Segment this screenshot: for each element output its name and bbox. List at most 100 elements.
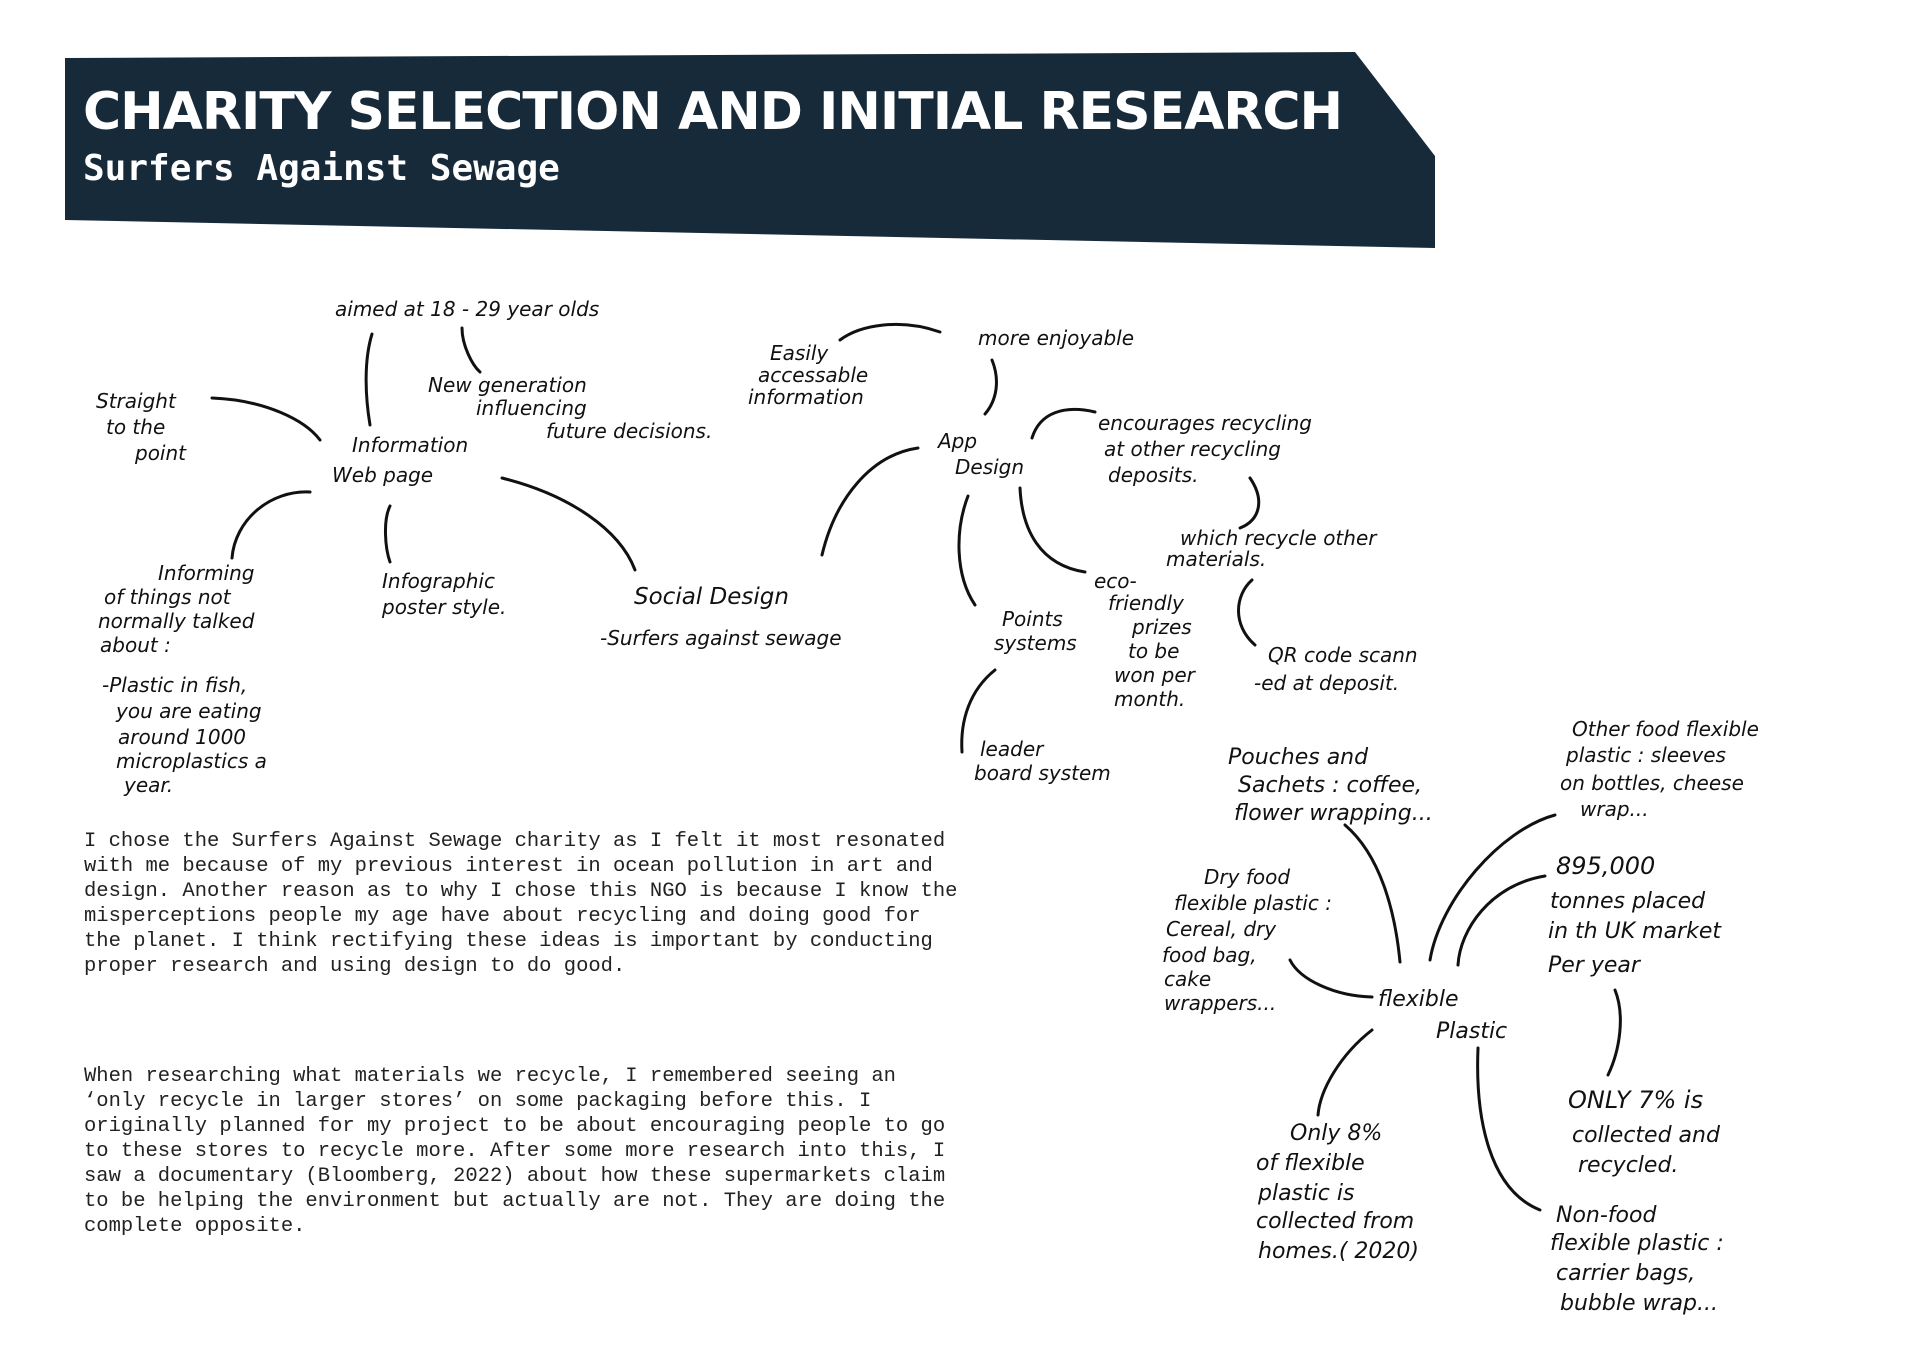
- connector-other-food: [1428, 813, 1557, 962]
- other-food-line-1: Other food flexible: [1572, 717, 1759, 741]
- only8-line-1: Only 8%: [1290, 1121, 1382, 1146]
- accessible-line-3: information: [748, 385, 864, 409]
- eco-line-4: to be: [1128, 639, 1179, 663]
- node-leader-board: leader board system: [974, 737, 1111, 785]
- mindmap-connectors: [210, 322, 1622, 1212]
- node-only-8: Only 8% of flexible plastic is collected…: [1256, 1121, 1421, 1264]
- info-hub-line-2: Web page: [332, 463, 433, 487]
- paragraph-research: When researching what materials we recyc…: [84, 1065, 946, 1238]
- nonfood-line-1: Non-food: [1556, 1203, 1657, 1228]
- dry-line-3: Cereal, dry: [1166, 917, 1277, 941]
- nonfood-line-4: bubble wrap...: [1560, 1291, 1718, 1316]
- accessible-line-2: accessable: [758, 363, 868, 387]
- connector-qr: [1237, 578, 1257, 647]
- connector-tonnes: [1456, 874, 1547, 967]
- connector-informing: [230, 490, 312, 560]
- info-hub-line-1: Information: [352, 433, 468, 457]
- enjoyable-line: more enjoyable: [978, 326, 1134, 350]
- node-which-recycle: which recycle other materials.: [1166, 526, 1383, 571]
- tonnes-line-4: Per year: [1548, 953, 1642, 978]
- only7-line-1: ONLY 7% is: [1568, 1086, 1703, 1114]
- node-more-enjoyable: more enjoyable: [978, 326, 1134, 350]
- fish-line-5: year.: [123, 773, 173, 797]
- node-app-design: App Design: [936, 429, 1024, 479]
- connector-leader: [960, 668, 997, 754]
- pouches-line-3: flower wrapping...: [1234, 801, 1433, 826]
- leader-line-2: board system: [974, 761, 1111, 785]
- straight-line-2: to the: [106, 415, 165, 439]
- informing-line-1: Informing: [158, 561, 254, 585]
- connector-accessible: [838, 322, 942, 342]
- node-non-food-plastic: Non-food flexible plastic : carrier bags…: [1550, 1203, 1730, 1316]
- generation-line-2: influencing: [476, 396, 587, 420]
- node-qr-code: QR code scann -ed at deposit.: [1254, 643, 1424, 695]
- nonfood-line-2: flexible plastic :: [1550, 1231, 1724, 1256]
- only8-line-5: homes.( 2020): [1258, 1239, 1419, 1264]
- connector-generation: [460, 326, 482, 374]
- connector-app-social: [820, 446, 920, 557]
- connector-infographic: [384, 504, 392, 564]
- other-food-line-2: plastic : sleeves: [1565, 743, 1726, 767]
- encourages-line-3: deposits.: [1108, 463, 1199, 487]
- node-encourages-recycling: encourages recycling at other recycling …: [1098, 411, 1318, 487]
- social-line-2: -Surfers against sewage: [600, 626, 842, 650]
- tonnes-line-2: tonnes placed: [1550, 889, 1706, 914]
- social-line-1: Social Design: [634, 584, 789, 610]
- connector-only7: [1606, 988, 1622, 1077]
- node-informing: Informing of things not normally talked …: [98, 561, 261, 657]
- node-social-design: Social Design -Surfers against sewage: [600, 584, 842, 650]
- eco-line-1: eco-: [1094, 569, 1137, 593]
- points-line-2: systems: [994, 631, 1077, 655]
- page-subtitle: Surfers Against Sewage: [83, 148, 560, 189]
- infographic-line-2: poster style.: [381, 595, 506, 619]
- app-hub-line-2: Design: [955, 455, 1024, 479]
- connector-pouches: [1343, 823, 1402, 964]
- which-line-1: which recycle other: [1180, 526, 1378, 550]
- eco-line-2: friendly: [1108, 591, 1185, 615]
- only8-line-3: plastic is: [1257, 1181, 1354, 1206]
- only7-line-3: recycled.: [1578, 1153, 1678, 1178]
- which-line-2: materials.: [1166, 547, 1266, 571]
- age-line: aimed at 18 - 29 year olds: [335, 297, 599, 321]
- node-tonnes-placed: 895,000 tonnes placed in th UK market Pe…: [1548, 852, 1727, 978]
- header-banner: CHARITY SELECTION AND INITIAL RESEARCH S…: [65, 52, 1435, 248]
- fish-line-2: you are eating: [115, 699, 262, 723]
- banner-shape: [65, 52, 1435, 248]
- points-line-1: Points: [1002, 607, 1063, 631]
- connector-encourages: [1030, 408, 1097, 440]
- node-dry-food-plastic: Dry food flexible plastic : Cereal, dry …: [1162, 865, 1338, 1015]
- qr-line-1: QR code scann: [1268, 643, 1418, 667]
- infographic-line-1: Infographic: [382, 569, 495, 593]
- dry-line-1: Dry food: [1204, 865, 1290, 889]
- straight-line-3: point: [134, 441, 187, 465]
- flexible-hub-line-1: flexible: [1378, 987, 1459, 1012]
- dry-line-2: flexible plastic :: [1174, 891, 1332, 915]
- node-only-7: ONLY 7% is collected and recycled.: [1568, 1086, 1726, 1178]
- dry-line-6: wrappers...: [1164, 991, 1276, 1015]
- connector-enjoyable: [983, 358, 998, 416]
- connector-age: [364, 332, 374, 427]
- accessible-line-1: Easily: [770, 341, 829, 365]
- only8-line-4: collected from: [1256, 1209, 1414, 1234]
- node-easily-accessible: Easily accessable information: [748, 341, 875, 409]
- node-eco-friendly-prizes: eco- friendly prizes to be won per month…: [1094, 569, 1201, 711]
- fish-line-4: microplastics a: [116, 749, 267, 773]
- connector-only8: [1316, 1028, 1374, 1117]
- paragraph-charity-choice: I chose the Surfers Against Sewage chari…: [84, 830, 958, 978]
- connector-points: [957, 494, 977, 607]
- node-pouches-sachets: Pouches and Sachets : coffee, flower wra…: [1228, 745, 1433, 826]
- leader-line-1: leader: [980, 737, 1045, 761]
- flexible-hub-line-2: Plastic: [1436, 1019, 1507, 1044]
- tonnes-line-1: 895,000: [1556, 852, 1655, 880]
- node-infographic: Infographic poster style.: [381, 569, 506, 619]
- qr-line-2: -ed at deposit.: [1254, 671, 1399, 695]
- node-age-target: aimed at 18 - 29 year olds: [335, 297, 599, 321]
- fish-line-1: -Plastic in fish,: [102, 673, 247, 697]
- fish-line-3: around 1000: [118, 725, 246, 749]
- app-hub-line-1: App: [936, 429, 977, 453]
- pouches-line-1: Pouches and: [1228, 745, 1369, 770]
- connector-nonfood: [1476, 1046, 1542, 1212]
- eco-line-3: prizes: [1131, 615, 1192, 639]
- node-flexible-plastic: flexible Plastic: [1378, 987, 1507, 1044]
